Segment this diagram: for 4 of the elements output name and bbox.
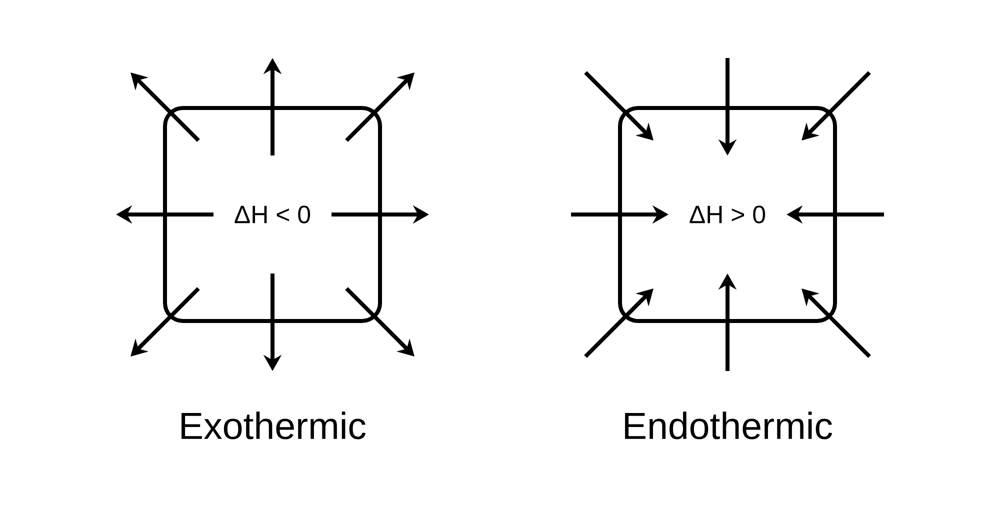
node-label: Endothermic <box>625 412 832 440</box>
rounded-box: ΔH < 0 <box>163 106 382 323</box>
rounded-box: ΔH > 0 <box>618 106 837 323</box>
node-label: Exothermic <box>182 412 366 440</box>
